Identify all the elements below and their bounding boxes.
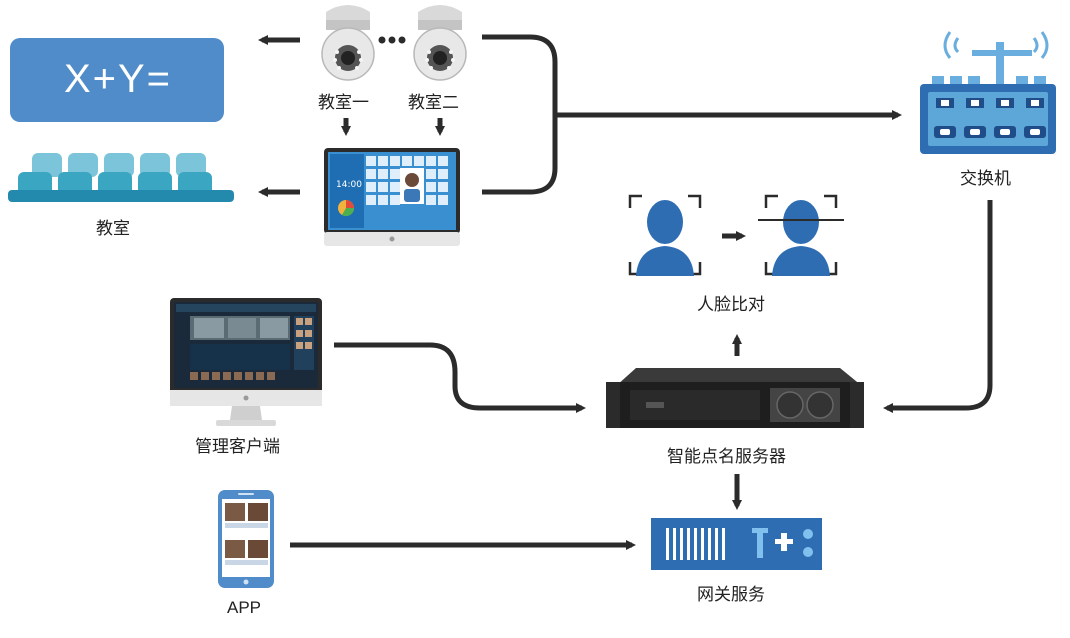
bracket-connector	[482, 34, 558, 195]
blackboard	[10, 38, 224, 122]
classroom-terminal	[324, 148, 460, 246]
client-label: 管理客户端	[195, 437, 280, 457]
classroom-seats-icon	[8, 153, 234, 202]
classroom-label: 教室	[96, 219, 130, 239]
face-silhouette-icon	[628, 194, 702, 276]
desktop-monitor-icon	[170, 298, 322, 426]
terminal-time: 14:00	[336, 180, 362, 190]
ptz-dome-camera-icon	[413, 5, 467, 81]
face-silhouette-icon	[758, 194, 844, 276]
arrow-switch-to-server	[883, 200, 993, 413]
gateway-label: 网关服务	[697, 585, 765, 605]
camera1-label: 教室一	[318, 93, 369, 113]
switch-label: 交换机	[960, 169, 1011, 189]
mobile-phone-icon	[218, 490, 274, 588]
rack-server-icon	[606, 368, 864, 428]
face-compare-label: 人脸比对	[697, 295, 765, 315]
face-compare-group	[628, 194, 844, 276]
camera2-label: 教室二	[408, 93, 459, 113]
gateway-appliance-icon	[651, 518, 822, 570]
arrow-client-to-server	[334, 342, 586, 413]
ellipsis-dots	[378, 36, 406, 44]
server-label: 智能点名服务器	[667, 447, 786, 467]
network-switch-icon	[920, 31, 1056, 154]
app-label: APP	[227, 598, 262, 617]
ptz-dome-camera-icon	[321, 5, 375, 81]
blackboard-equation: X+Y=	[63, 56, 173, 101]
